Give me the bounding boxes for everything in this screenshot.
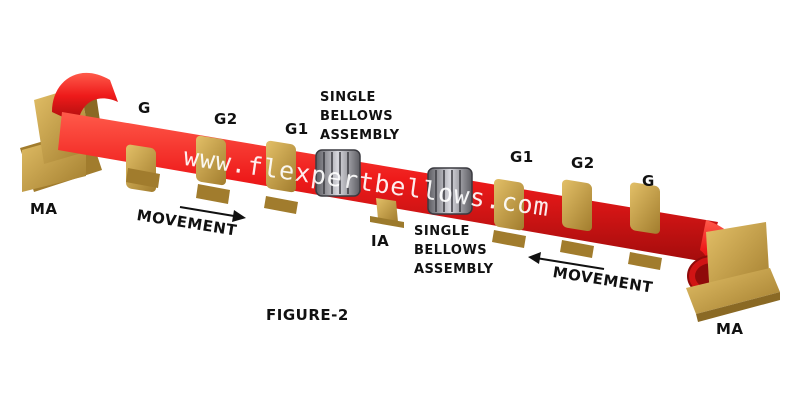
movement-arrow-left (179, 206, 246, 222)
label-g2-right: G2 (571, 154, 595, 172)
bellows-assembly-left (315, 149, 361, 197)
guide-g2-right (560, 179, 594, 258)
intermediate-anchor (370, 198, 404, 228)
label-line: SINGLE (320, 90, 376, 105)
label-g1-left: G1 (285, 120, 309, 138)
label-bellows-assembly-top: SINGLE BELLOWS ASSEMBLY (320, 88, 400, 145)
label-g2-left: G2 (214, 110, 238, 128)
pipe-elbow-left (52, 72, 118, 124)
label-g-right: G (642, 172, 655, 190)
label-line: BELLOWS (414, 243, 488, 258)
label-ia: IA (371, 232, 390, 250)
guide-g-left (126, 144, 160, 192)
guide-g1-right (492, 178, 526, 248)
label-ma-right: MA (716, 320, 744, 338)
label-ma-left: MA (30, 200, 58, 218)
label-line: ASSEMBLY (414, 262, 494, 277)
label-g1-right: G1 (510, 148, 534, 166)
label-g-left: G (138, 99, 151, 117)
main-anchor-right (686, 222, 780, 322)
guide-g2-left (196, 135, 230, 204)
guide-g1-left (264, 140, 298, 214)
label-line: ASSEMBLY (320, 128, 400, 143)
label-line: SINGLE (414, 224, 470, 239)
bellows-assembly-right (427, 167, 473, 215)
movement-arrow-right (528, 252, 605, 270)
label-bellows-assembly-bottom: SINGLE BELLOWS ASSEMBLY (414, 222, 494, 279)
guide-g-right (628, 182, 662, 270)
label-line: BELLOWS (320, 109, 394, 124)
figure-caption: FIGURE-2 (266, 306, 349, 324)
